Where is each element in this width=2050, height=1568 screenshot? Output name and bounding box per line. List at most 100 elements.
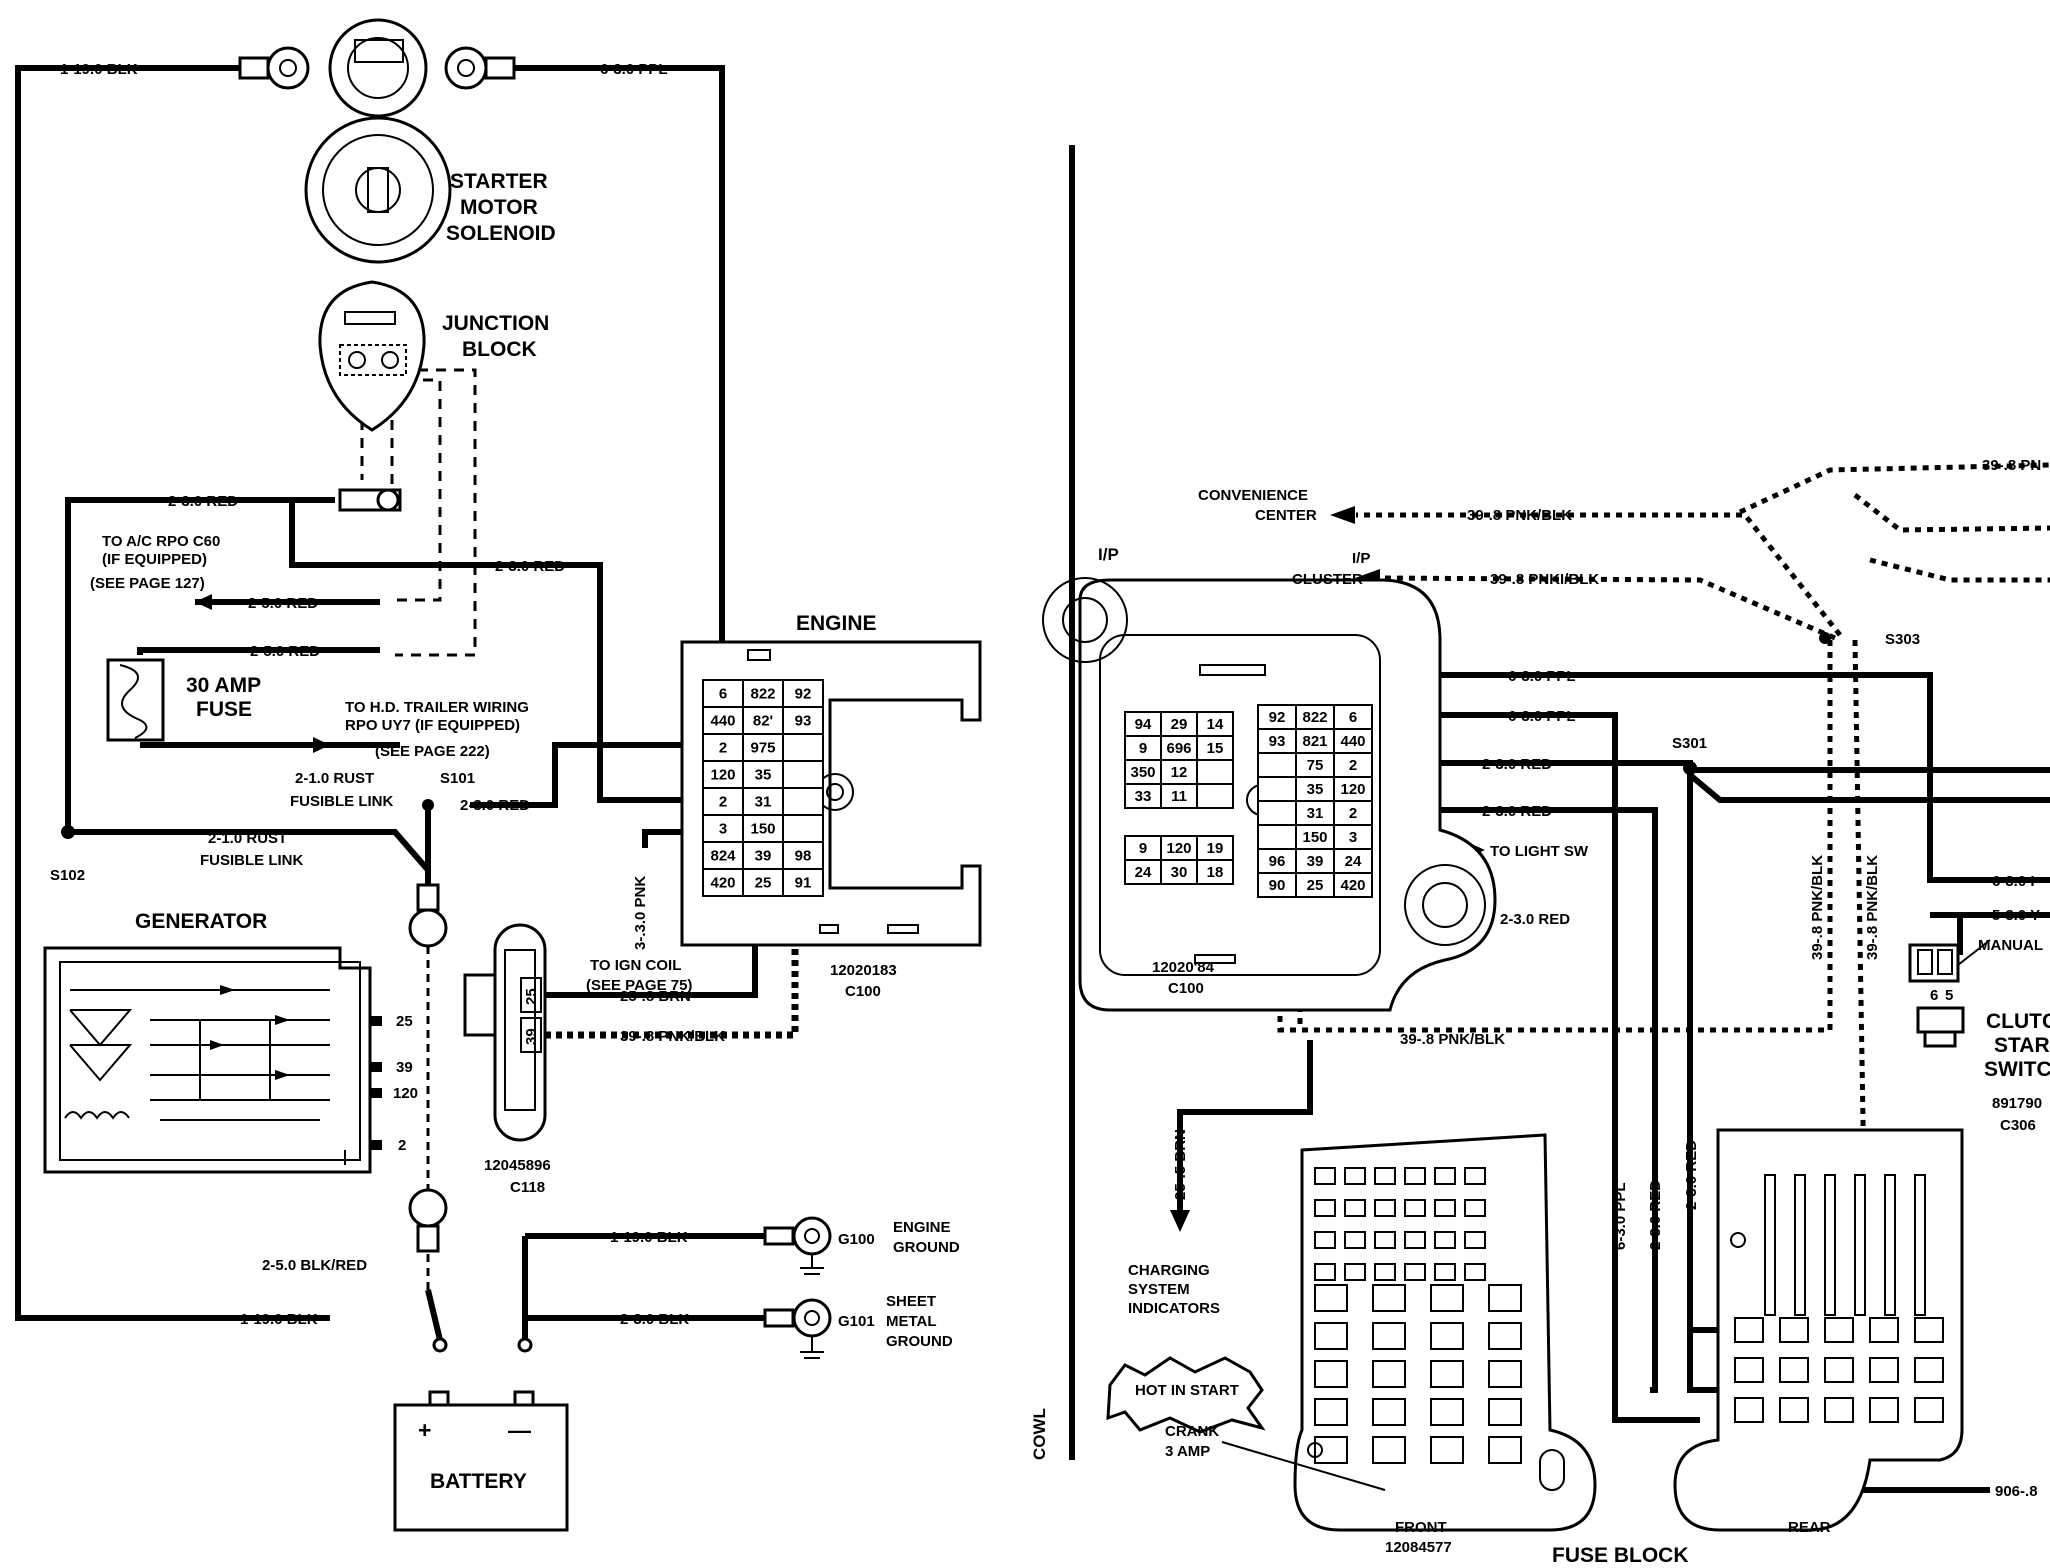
ip-right-cell-label: 93 [1269, 733, 1286, 750]
label-2-3-red-b: 2-3.0 RED [495, 558, 565, 575]
crank-label-2: 3 AMP [1165, 1443, 1210, 1460]
engine-cell-label: 93 [795, 713, 812, 730]
engine-part: 12020183 [830, 962, 897, 979]
ip-cluster-1: I/P [1352, 550, 1370, 567]
label-6-3-ppl-r2: 6-3.0 PPL [1508, 708, 1576, 725]
trailer-note-1: TO H.D. TRAILER WIRING [345, 699, 529, 716]
sheet-ground-1: SHEET [886, 1293, 936, 1310]
gen-terminal-120 [370, 1088, 382, 1098]
ip-right-cell [1257, 848, 1297, 874]
fuse-slot-small [1434, 1199, 1456, 1217]
splice-s303 [1819, 632, 1831, 644]
wire-s101-engine [470, 742, 690, 808]
ip-left-cell-label: 29 [1171, 716, 1188, 733]
rear-fuses [1734, 1174, 1944, 1423]
battery-minus: — [508, 1417, 531, 1443]
junction-label-2: BLOCK [462, 338, 537, 361]
wire-3-pnk [642, 829, 690, 848]
gen-label-25: 25 [396, 1013, 413, 1030]
ip-right-cell [1257, 800, 1297, 826]
fuse-slot [1430, 1360, 1464, 1388]
label-25-brn: 25-.8 BRN [620, 988, 691, 1005]
rear-relay-bar [1794, 1174, 1806, 1316]
fuse-slot-small [1374, 1199, 1396, 1217]
gen-label-39: 39 [396, 1059, 413, 1076]
engine-cell [782, 733, 824, 762]
label-2-3-red-vert1: 2-3.0 RED [1647, 1180, 1664, 1250]
convenience-1: CONVENIENCE [1198, 487, 1308, 504]
wire-2-3-red-a [65, 497, 335, 832]
engine-ground-2: GROUND [893, 1239, 960, 1256]
rear-label: REAR [1788, 1519, 1831, 1536]
engine-cell-label: 98 [795, 848, 812, 865]
battery: + — BATTERY [393, 1390, 569, 1532]
splice-s301 [1683, 761, 1697, 775]
label-2-5-red-b: 2-5.0 RED [250, 643, 320, 660]
ip-left2-cell-label: 18 [1207, 864, 1224, 881]
label-s301: S301 [1672, 735, 1707, 752]
ip-left-cell [1124, 783, 1162, 809]
fuse-slot [1430, 1398, 1464, 1426]
30-amp-fuse: 30 AMP FUSE [106, 658, 261, 742]
ip-left2-cell [1160, 859, 1198, 885]
ip-left-cell-label: 94 [1135, 716, 1152, 733]
label-2-3-blk: 2-3.0 BLK [620, 1311, 689, 1328]
fuse-slot [1488, 1322, 1522, 1350]
fuse-slot [1488, 1284, 1522, 1312]
wire-39-right-3 [1869, 557, 2050, 583]
fusible1-1: 2-1.0 RUST [295, 770, 374, 787]
ip-right-cell-label: 92 [1269, 709, 1286, 726]
ip-right-cell-label: 31 [1307, 805, 1324, 822]
fuse-slot-small [1464, 1231, 1486, 1249]
label-39-pnk-c118: 39-.8 PNK/BLK [620, 1028, 725, 1045]
fuse-slot [1372, 1284, 1406, 1312]
c118-pin-25: 25 [523, 988, 540, 1005]
fuse-slot-small [1374, 1231, 1396, 1249]
ip-left2-cell-label: 120 [1166, 840, 1191, 857]
charging-1: CHARGING [1128, 1262, 1210, 1279]
fuse-slot [1314, 1436, 1348, 1464]
fuse-slot [1430, 1436, 1464, 1464]
ip-conn: C100 [1168, 980, 1204, 997]
rear-fuse-slot [1824, 1397, 1854, 1423]
rear-fuse-slot [1824, 1357, 1854, 1383]
rear-fuse-slot [1914, 1357, 1944, 1383]
engine-cell-label: 3 [719, 821, 727, 838]
ip-left-cell-label: 9 [1139, 740, 1147, 757]
rear-fuse-slot [1734, 1397, 1764, 1423]
engine-cell-label: 6 [719, 686, 727, 703]
engine-cell-label: 120 [710, 767, 735, 784]
fuse-slot [1488, 1436, 1522, 1464]
fusible2-1: 2-1.0 RUST [208, 830, 287, 847]
left-labels: 1-19.0 BLK 6-3.0 PPL 2-3.0 RED 2-3.0 RED… [50, 61, 725, 1328]
rear-fuse-slot [1869, 1397, 1899, 1423]
engine-cell [742, 868, 784, 897]
label-cowl: COWL [1030, 1408, 1049, 1460]
right-labels: CONVENIENCE CENTER 39-.8 PNK/BLK I/P CLU… [1128, 457, 2043, 1500]
clutch-pin-6: 6 [1930, 987, 1938, 1004]
fuse-slot-small [1344, 1199, 1366, 1217]
fuse-block-title: FUSE BLOCK [1552, 1544, 1689, 1567]
label-25-5-brn: 25-.5 BRN [1172, 1129, 1189, 1200]
fuse-slot-small [1374, 1263, 1396, 1281]
label-2-5-red-a: 2-5.0 RED [248, 595, 318, 612]
ip-right-cell-label: 440 [1340, 733, 1365, 750]
ac-note-2: (IF EQUIPPED) [102, 551, 207, 568]
ring-terminal-left [266, 46, 310, 90]
trailer-note-3: (SEE PAGE 222) [375, 743, 490, 760]
clutch-conn: C306 [2000, 1117, 2036, 1134]
label-manual: MANUAL [1978, 937, 2043, 954]
wire-39-top-right [1738, 462, 2050, 515]
gen-terminal-2 [370, 1140, 382, 1150]
gen-label-2: 2 [398, 1137, 406, 1154]
label-6-3-right: 6-3.0 I [1992, 873, 2035, 890]
label-g101: G101 [838, 1313, 875, 1330]
engine-cell-label: 440 [710, 713, 735, 730]
rear-relay-bar [1764, 1174, 1776, 1316]
ip-right-cell-label: 822 [1302, 709, 1327, 726]
engine-cell [702, 760, 744, 789]
fuse-slot-small [1404, 1167, 1426, 1185]
label-g100: G100 [838, 1231, 875, 1248]
c118-connector: 25 39 12045896 C118 [463, 923, 551, 1196]
